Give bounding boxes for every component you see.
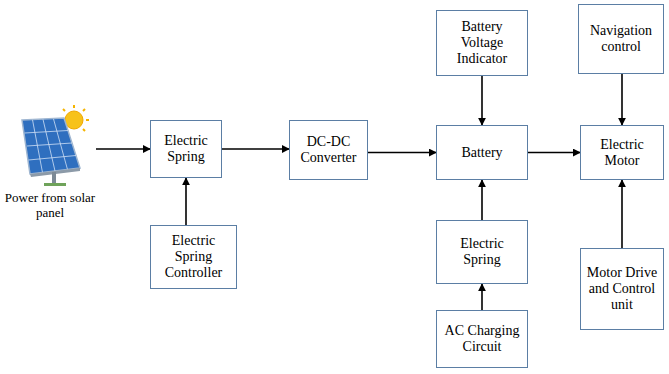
node-label: Battery Voltage Indicator (440, 19, 524, 67)
node-label: Battery (461, 145, 502, 161)
drive-box: Motor Drive and Control unit (580, 248, 664, 330)
flow-arrow (185, 178, 187, 225)
node-label: Electric Spring Controller (154, 233, 233, 281)
charging-box: AC Charging Circuit (436, 310, 528, 368)
node-label: DC-DC Converter (293, 134, 364, 166)
motor-box: Electric Motor (580, 125, 664, 180)
panel-grid (22, 118, 80, 186)
process-box: Electric Spring (436, 220, 528, 284)
flow-arrow (368, 152, 436, 154)
node-label: Electric Spring (154, 133, 218, 165)
node-label: Navigation control (582, 23, 660, 55)
flow-arrow (621, 180, 623, 248)
solar-source: Power from solar panel (4, 100, 96, 250)
node-label: Motor Drive and Control unit (584, 265, 660, 313)
battery-box: Battery (436, 125, 528, 180)
flow-arrow (96, 148, 150, 150)
node-label: Electric Spring (440, 236, 524, 268)
flow-arrow (481, 180, 483, 220)
controller-box: Electric Spring Controller (150, 225, 237, 289)
flow-arrow (222, 148, 289, 150)
indicator-box: Battery Voltage Indicator (436, 10, 528, 76)
node-label: Electric Motor (584, 137, 660, 169)
control-box: Navigation control (578, 4, 664, 74)
node-label: AC Charging Circuit (440, 323, 524, 355)
flow-arrow (481, 284, 483, 310)
process-box: Electric Spring (150, 120, 222, 178)
flow-arrow (621, 74, 623, 125)
flow-arrow (481, 76, 483, 125)
flow-arrow (528, 152, 580, 154)
node-label: Power from solar panel (4, 190, 96, 220)
process-box: DC-DC Converter (289, 120, 368, 180)
